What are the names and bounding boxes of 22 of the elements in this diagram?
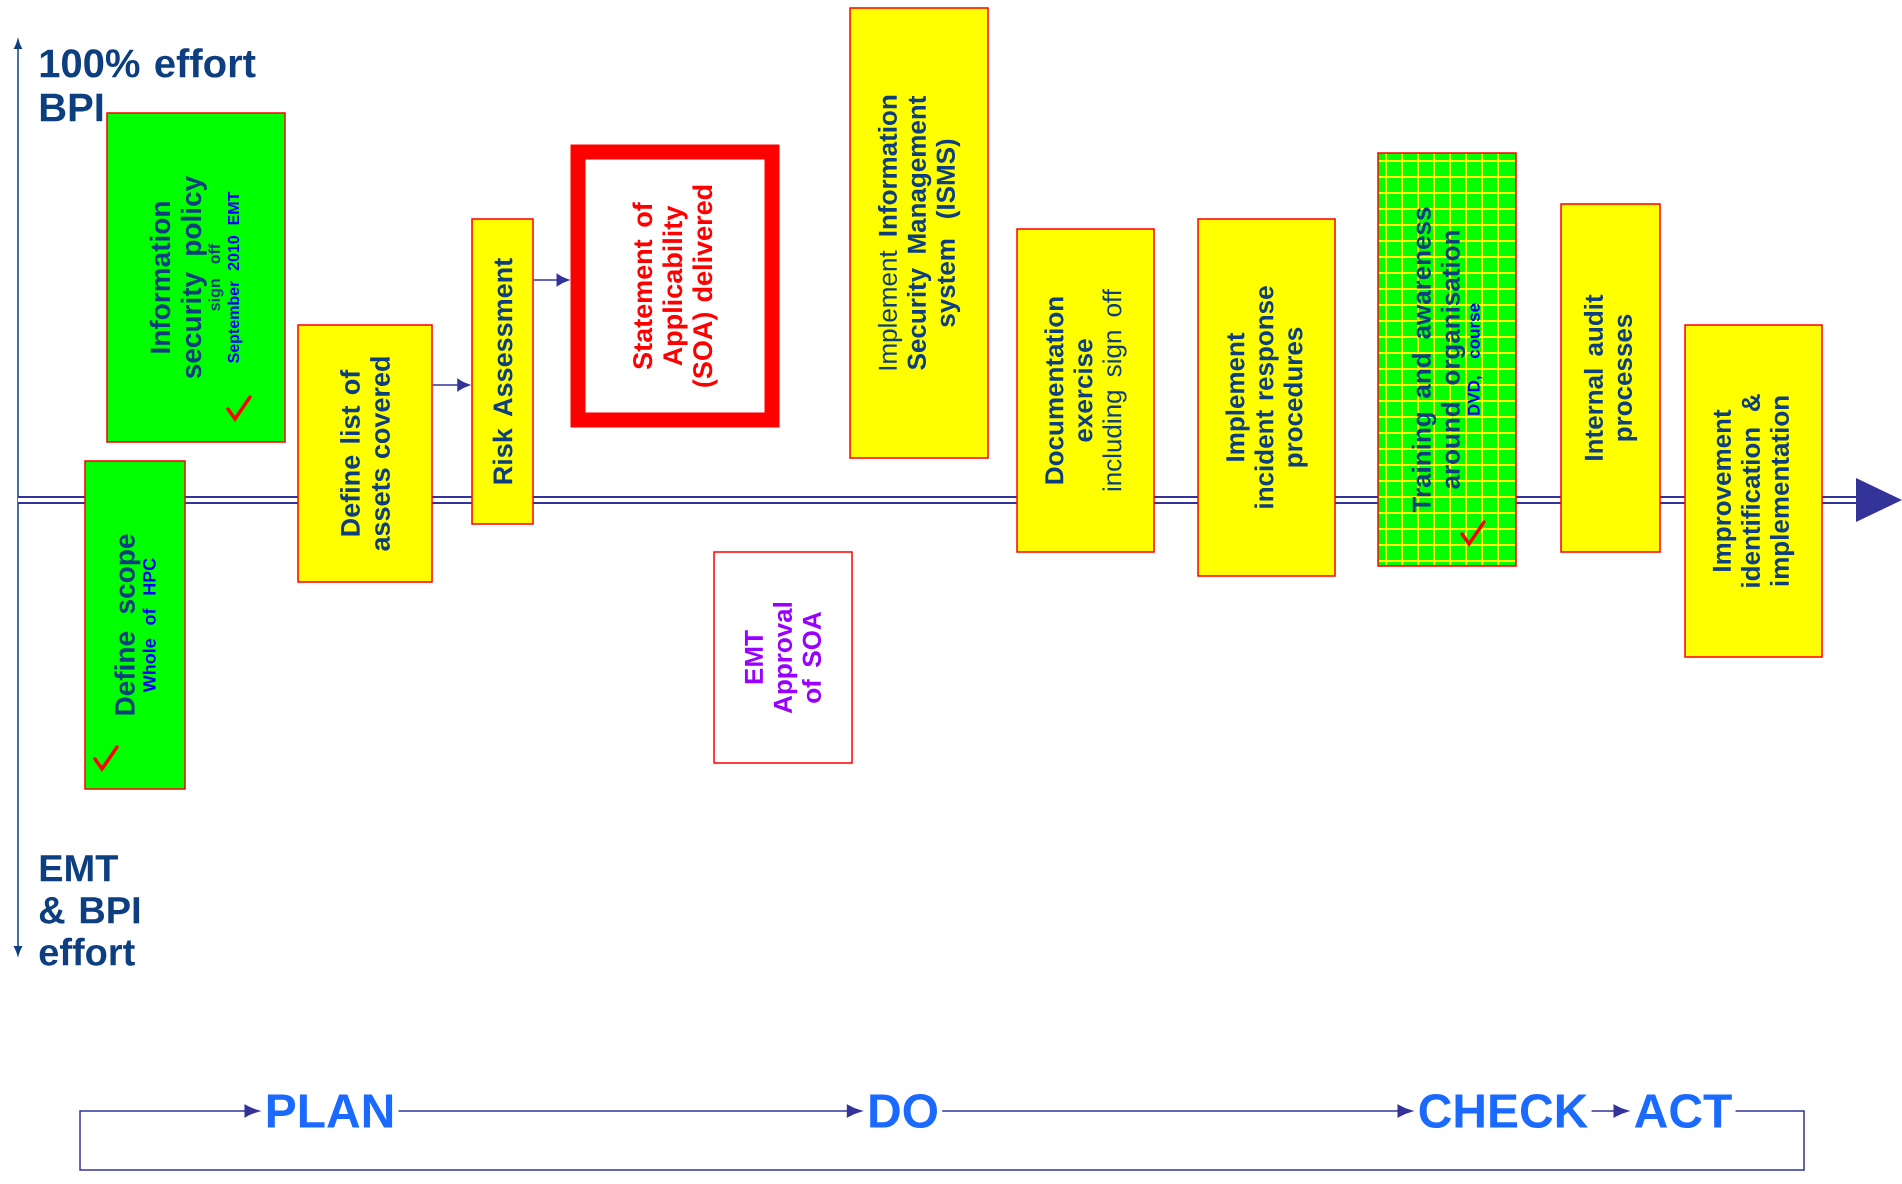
arrow bbox=[1590, 1104, 1629, 1118]
phase-label: ACT bbox=[1634, 1094, 1732, 1128]
step-box: EMT Approval of SOA bbox=[713, 551, 853, 764]
arrow bbox=[533, 273, 569, 287]
step-box: Training and awareness around organisation DVD, course bbox=[1377, 152, 1517, 567]
arrow bbox=[79, 1104, 1805, 1171]
arrow bbox=[397, 1104, 862, 1118]
step-box: Documentation exercise including sign off bbox=[1016, 228, 1155, 553]
step-box: Implement incident response procedures bbox=[1197, 218, 1336, 577]
phase-label: CHECK bbox=[1419, 1094, 1588, 1128]
arrow bbox=[432, 378, 470, 392]
step-box: Risk Assessment bbox=[471, 218, 534, 525]
step-box: Define list of assets covered bbox=[297, 324, 433, 583]
arrow bbox=[941, 1104, 1413, 1118]
phase-label: DO bbox=[870, 1094, 937, 1128]
step-box: Improvement identification & implementation bbox=[1684, 324, 1823, 658]
step-box: Internal audit processes bbox=[1560, 203, 1661, 553]
step-box: Information security policy sign off September 2010 EMT bbox=[106, 112, 286, 443]
milestone-box: Statement of Applicability (SOA) delivered bbox=[570, 144, 780, 428]
phase-label: PLAN bbox=[267, 1094, 393, 1128]
step-box: Define scope Whole of HPC bbox=[84, 460, 186, 790]
axis-label: EMT & BPI effort bbox=[39, 855, 140, 966]
